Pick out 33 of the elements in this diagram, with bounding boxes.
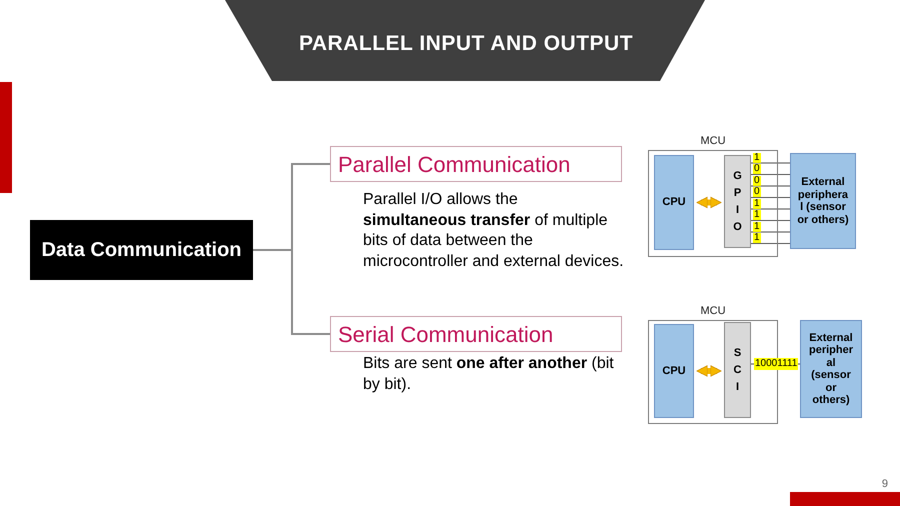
peripheral-block: External peripheral (sensor or others) [800,320,862,418]
bit-label: 1 [753,222,761,232]
bit-label: 0 [753,176,761,186]
edge-label: 10001111 [754,358,798,370]
body-text: Parallel I/O allows the simultaneous transfer of multiple bits of data between the microcontroller and external devices. [363,190,625,272]
bit-label: 1 [753,233,761,243]
bit-label: 0 [753,164,761,174]
connector-line [750,162,790,164]
double-arrow [696,196,722,208]
connector-line [750,197,790,198]
title-box: Data Communication [30,220,253,280]
bit-label: 1 [753,210,761,220]
mcu-label: MCU [699,134,727,148]
bit-label: 1 [753,198,761,208]
heading-box: Serial Communication [330,316,622,352]
connector-line [253,249,330,335]
mcu-label: MCU [699,304,727,318]
page-title: PARALLEL INPUT AND OUTPUT [298,31,634,57]
connector-line [750,220,790,221]
cpu-block: CPU [654,324,694,418]
port-block: GPIO [724,155,751,248]
bit-label: 1 [753,152,761,162]
cpu-block: CPU [654,155,694,250]
peripheral-block: External peripheral (sensor or others) [790,153,856,249]
page-number: 9 [882,477,888,492]
port-block: SCI [724,322,751,418]
bit-label: 0 [753,187,761,197]
double-arrow [696,365,722,377]
connector-line [750,174,790,175]
heading-box: Parallel Communication [330,146,622,182]
body-text: Bits are sent one after another (bit by bit). [363,354,615,394]
connector-line [750,243,790,244]
connector-line [750,208,790,210]
